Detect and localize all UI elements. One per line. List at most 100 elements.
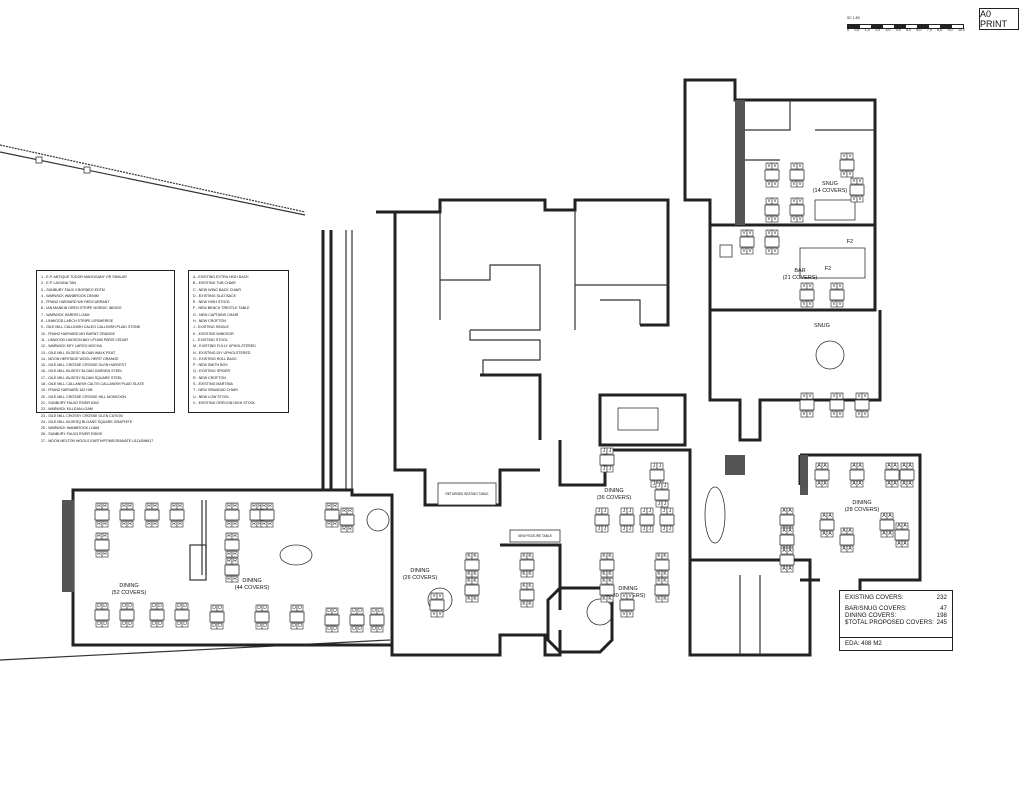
svg-text:A: A [788, 508, 792, 514]
svg-text:V: V [622, 593, 626, 599]
svg-text:R: R [233, 503, 237, 509]
bay-window [546, 586, 614, 654]
chair [826, 512, 834, 520]
svg-text:D: D [97, 621, 101, 627]
chair [771, 197, 779, 205]
svg-text:R: R [227, 558, 231, 564]
svg-text:D: D [333, 626, 337, 632]
svg-text:D: D [183, 621, 187, 627]
room-label: DINING [119, 583, 138, 589]
svg-text:J: J [659, 463, 662, 469]
svg-text:V: V [808, 411, 812, 417]
svg-text:A: A [852, 481, 856, 487]
chair [266, 502, 274, 510]
chair [526, 552, 534, 560]
legend-entry: 23 - GILE MILL CROSSY CROSSE GLEN CATION [41, 413, 123, 418]
chair [626, 610, 634, 618]
legend-entry: 3 - SUNBURY FAUX 3 BORNEO EDTM [41, 287, 105, 292]
scale-label: SC 1:50 [847, 16, 860, 20]
svg-text:V: V [852, 196, 856, 202]
svg-text:V: V [773, 163, 777, 169]
legend-entry: 8 - LINWOOD LARCH STRIPE LIPSMERISE [41, 319, 114, 324]
chair [846, 527, 854, 535]
svg-text:R: R [172, 503, 176, 509]
chair [826, 530, 834, 538]
room-label: DINING [618, 586, 637, 592]
svg-text:J: J [663, 526, 666, 532]
svg-text:D: D [183, 603, 187, 609]
room-label: SNUG [822, 181, 838, 187]
svg-text:J: J [623, 526, 626, 532]
legend-entry: D - EXISTING SLAT BACK [193, 293, 237, 298]
svg-text:V: V [832, 283, 836, 289]
svg-text:D: D [158, 621, 162, 627]
scale-tick: 1,0 [864, 28, 870, 32]
svg-text:A: A [902, 463, 906, 469]
snug-round-table [815, 340, 845, 370]
svg-text:D: D [128, 603, 132, 609]
svg-text:D: D [122, 621, 126, 627]
svg-text:V: V [792, 216, 796, 222]
chair [786, 565, 794, 573]
svg-text:J: J [664, 483, 667, 489]
chair [796, 215, 804, 223]
svg-text:R: R [233, 551, 237, 557]
chair [436, 592, 444, 600]
legend-entry: S - EXISTING MARTIMA [193, 382, 233, 387]
chair [376, 607, 384, 615]
svg-text:R: R [233, 521, 237, 527]
svg-text:D: D [327, 608, 331, 614]
chair [231, 557, 239, 565]
svg-text:D: D [378, 608, 382, 614]
svg-text:R: R [128, 503, 132, 509]
chair [346, 507, 354, 515]
legend-entry: 19 - FRANZ HARVARD 182 H/B [41, 388, 93, 393]
chair [526, 570, 534, 578]
chair [821, 480, 829, 488]
materials-legend: 1 - E.P. ANTIQUE TUDOR MAHOGANY OR SIMIL… [36, 270, 175, 443]
legend-entry: 24 - GILE MILL BLGESQ BLOANS SQUARE GRAP… [41, 419, 133, 424]
svg-text:V: V [798, 216, 802, 222]
svg-text:V: V [798, 181, 802, 187]
eda-area: EDA: 408 M2 [839, 637, 953, 651]
chair [181, 620, 189, 628]
legend-entry: 15 - GILE MILL CROSSE CROSSE GLEN HARVES… [41, 363, 127, 368]
chair [216, 604, 224, 612]
svg-text:J: J [643, 508, 646, 514]
svg-text:J: J [643, 526, 646, 532]
chair [181, 602, 189, 610]
chair [846, 170, 854, 178]
svg-text:R: R [342, 526, 346, 532]
svg-text:R: R [103, 551, 107, 557]
chair [861, 392, 869, 400]
svg-text:A: A [893, 481, 897, 487]
svg-text:D: D [152, 603, 156, 609]
chair [796, 180, 804, 188]
svg-text:R: R [268, 521, 272, 527]
svg-text:J: J [598, 526, 601, 532]
chair [471, 577, 479, 585]
svg-text:R: R [97, 533, 101, 539]
svg-text:V: V [838, 283, 842, 289]
svg-text:K: K [608, 578, 612, 584]
legend-entry: B - EXISTING TUB CHAIR [193, 281, 236, 286]
chair [661, 482, 669, 490]
svg-text:K: K [663, 571, 667, 577]
